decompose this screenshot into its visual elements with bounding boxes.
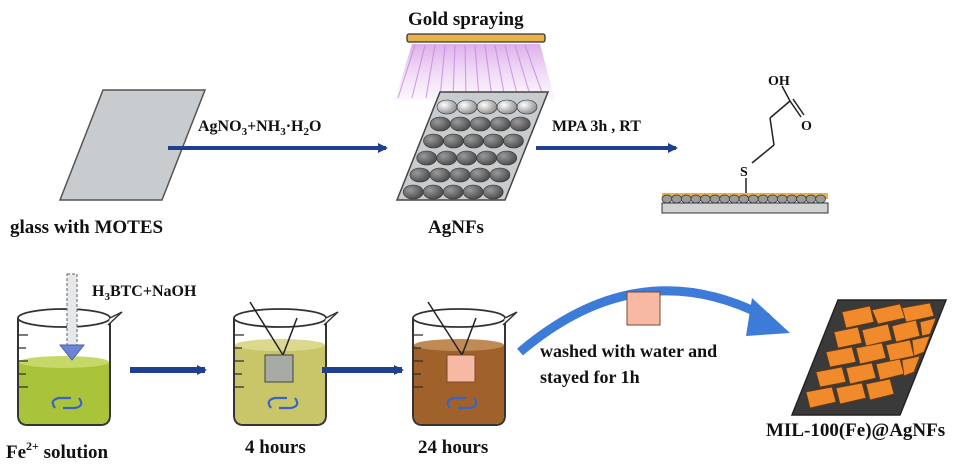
carbonyl-o-label: O (801, 119, 812, 134)
surface-sphere (748, 194, 759, 204)
nanoflake-sphere (482, 184, 504, 200)
nanoflake-sphere (483, 133, 504, 149)
nanoflake-sphere (489, 116, 511, 132)
mil-crystal (901, 302, 935, 323)
nanoflake-sphere (429, 116, 451, 132)
washed-line-2: stayed for 1h (540, 367, 640, 387)
mil-crystal (911, 335, 931, 357)
surface-sphere (796, 194, 807, 204)
glass-slide (58, 89, 207, 201)
surface-sphere (815, 194, 826, 204)
surface-sphere (661, 194, 673, 204)
nanoflake-sphere (489, 167, 511, 183)
nanoflake-sphere (509, 116, 531, 132)
nanoflake-sphere (423, 133, 444, 149)
nanoflake-sphere (469, 116, 491, 132)
oh-label: OH (768, 74, 790, 89)
mpa-label: MPA 3h , RT (552, 118, 641, 135)
fe-solution-label: Fe2+ solution (6, 439, 108, 463)
four-hours-label: 4 hours (245, 437, 306, 458)
surface-sphere (690, 194, 702, 204)
nanoflake-sphere (449, 167, 471, 183)
nanoflake-sphere (409, 167, 431, 183)
mil-crystal (835, 382, 867, 405)
nanoflake-sphere (463, 133, 484, 149)
surface-sphere (805, 194, 817, 204)
nanoflake-sphere (422, 184, 444, 200)
surface-sphere (767, 194, 778, 204)
agno3-label: AgNO3+NH3·H2O (198, 118, 321, 138)
nanoflake-sphere (416, 150, 438, 166)
gold-spraying-label: Gold spraying (408, 9, 524, 30)
nanoflake-sphere (429, 167, 451, 183)
nanoflake-sphere (469, 167, 491, 183)
nanoflake-sphere (402, 184, 424, 200)
mil-crystal (865, 378, 895, 401)
surface-sphere (728, 194, 740, 204)
glass-label: glass with MOTES (10, 217, 163, 238)
h3btc-label: H3BTC+NaOH (92, 283, 197, 303)
nanoflake-sphere (516, 99, 538, 115)
beaker-3 (412, 301, 518, 426)
mil-crystal (901, 355, 921, 377)
nanoflake-sphere (496, 99, 518, 115)
surface-sphere (786, 194, 798, 204)
mil-crystal (845, 362, 877, 385)
mil-crystal (815, 366, 847, 388)
surface-sphere (776, 194, 788, 204)
nanoflake-sphere (456, 99, 478, 115)
surface-sphere (709, 194, 721, 204)
nanoflake-sphere (476, 99, 498, 115)
mil-label: MIL-100(Fe)@AgNFs (766, 420, 945, 441)
nanoflake-sphere (436, 99, 458, 115)
beaker-1 (17, 273, 123, 426)
mil-crystal (841, 305, 875, 329)
curved-arrowhead (746, 298, 790, 336)
silver-nanoflakes (402, 99, 538, 200)
surface-sphere (671, 194, 682, 204)
nanoflake-sphere (462, 184, 484, 200)
nanoflake-sphere (456, 150, 478, 166)
surface-sphere (719, 194, 730, 204)
nanoflake-sphere (476, 150, 498, 166)
surface-sphere (757, 194, 769, 204)
mil-crystal (891, 319, 921, 343)
mil-100-crystals (805, 302, 937, 409)
nanoflake-sphere (436, 150, 458, 166)
sputter-target (406, 33, 546, 43)
twentyfour-hours-label: 24 hours (418, 437, 488, 458)
mil-crystal (833, 326, 863, 349)
surface-sphere (680, 194, 692, 204)
nanoflake-sphere (449, 116, 471, 132)
agnfs-label: AgNFs (428, 217, 484, 238)
washed-line-1: washed with water and (540, 341, 717, 361)
surface-sphere (738, 194, 750, 204)
mpa-surface (661, 193, 829, 214)
mpa-molecule (745, 85, 805, 193)
beaker-2 (233, 301, 339, 426)
mil-crystal (855, 342, 887, 365)
nanoflake-sphere (443, 133, 464, 149)
spray-lines (397, 44, 545, 99)
mil-crystal (805, 386, 837, 409)
sulfur-label: S (740, 165, 748, 180)
mil-crystal (825, 346, 857, 368)
surface-sphere (700, 194, 711, 204)
nanoflake-sphere (496, 150, 518, 166)
mil-crystal (861, 323, 893, 347)
mil-crystal (919, 317, 937, 337)
washed-sample (626, 291, 661, 326)
nanoflake-sphere (442, 184, 464, 200)
nanoflake-sphere (503, 133, 524, 149)
